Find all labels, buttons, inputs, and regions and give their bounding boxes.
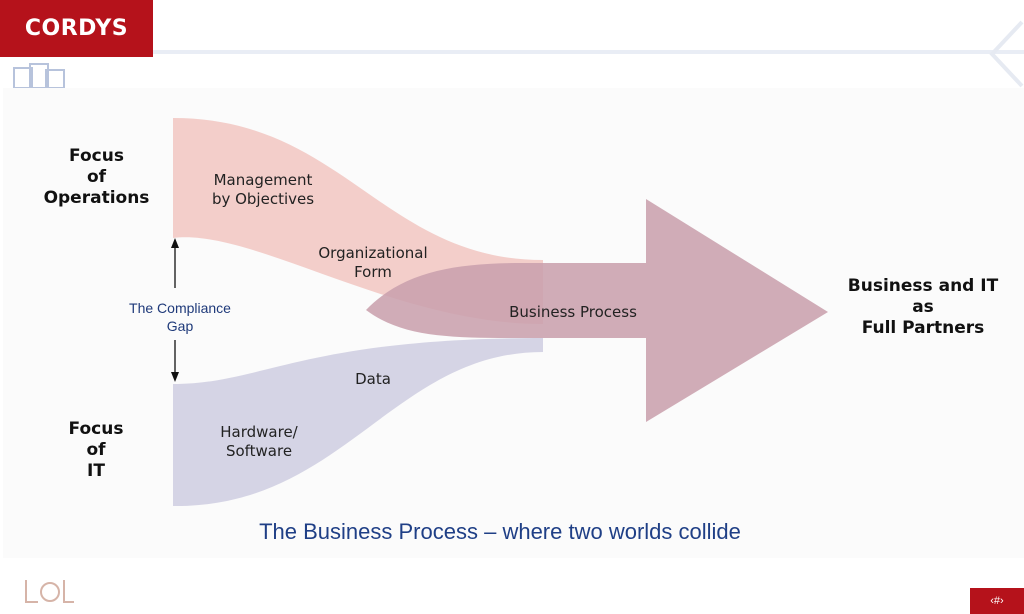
diagram-panel: Focus of Operations Focus of IT Manageme… [3, 88, 1024, 558]
cordys-logo: CORDYS [0, 0, 153, 57]
hardware-software-label: Hardware/ Software [220, 423, 298, 460]
business-process-arrow [366, 199, 828, 422]
decorative-chevron-icon [989, 20, 1024, 88]
gap-arrowhead-up [171, 238, 179, 248]
decorative-squares-icon [13, 63, 65, 89]
footer-logo-icon [25, 580, 74, 603]
slide-caption: The Business Process – where two worlds … [259, 519, 741, 544]
data-label: Data [355, 370, 391, 388]
focus-operations-label: Focus of Operations [43, 146, 150, 208]
header-divider [153, 50, 1024, 54]
collision-diagram [171, 118, 828, 507]
compliance-gap-label: The Compliance Gap [129, 300, 231, 334]
it-band [173, 338, 543, 507]
business-it-partners-label: Business and IT as Full Partners [847, 276, 999, 338]
business-process-label: Business Process [509, 303, 637, 321]
page-number: ‹#› [970, 588, 1024, 614]
focus-it-label: Focus of IT [68, 419, 124, 481]
logo-text: CORDYS [24, 16, 129, 41]
management-by-objectives-label: Management by Objectives [211, 171, 315, 208]
organizational-form-label: Organizational Form [318, 244, 428, 281]
gap-arrowhead-down [171, 372, 179, 382]
